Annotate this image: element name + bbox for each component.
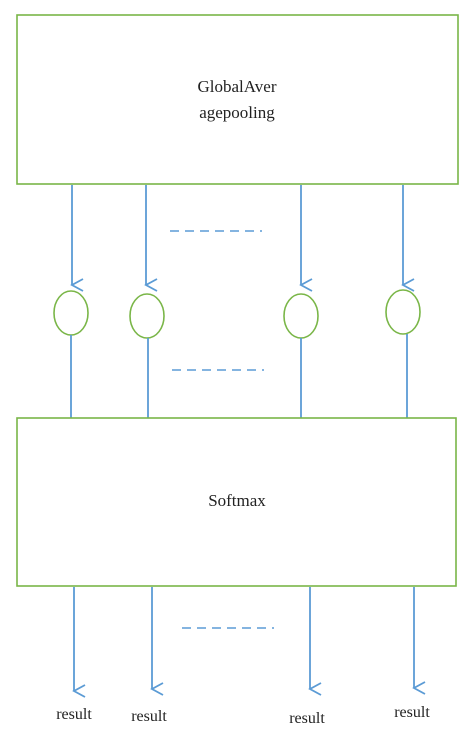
feature-node-4 [385, 289, 421, 335]
result-label-2: result [131, 708, 167, 725]
softmax-output-arrows [72, 587, 426, 698]
global-average-pooling-box: GlobalAver agepooling [16, 14, 459, 185]
feature-node-2 [129, 293, 165, 339]
result-label-4: result [394, 704, 430, 721]
result-label-1: result [56, 706, 92, 723]
feature-nodes [53, 289, 421, 339]
global-average-pooling-label-line2: agepooling [199, 103, 275, 122]
pooling-to-node-arrows [70, 185, 415, 292]
node-to-softmax-lines [70, 334, 408, 418]
result-labels: result result result result [56, 704, 430, 727]
softmax-box: Softmax [16, 417, 457, 587]
feature-node-1 [53, 290, 89, 336]
result-label-3: result [289, 710, 325, 727]
softmax-label: Softmax [208, 491, 266, 510]
global-average-pooling-label-line1: GlobalAver [198, 77, 277, 96]
feature-node-3 [283, 293, 319, 339]
